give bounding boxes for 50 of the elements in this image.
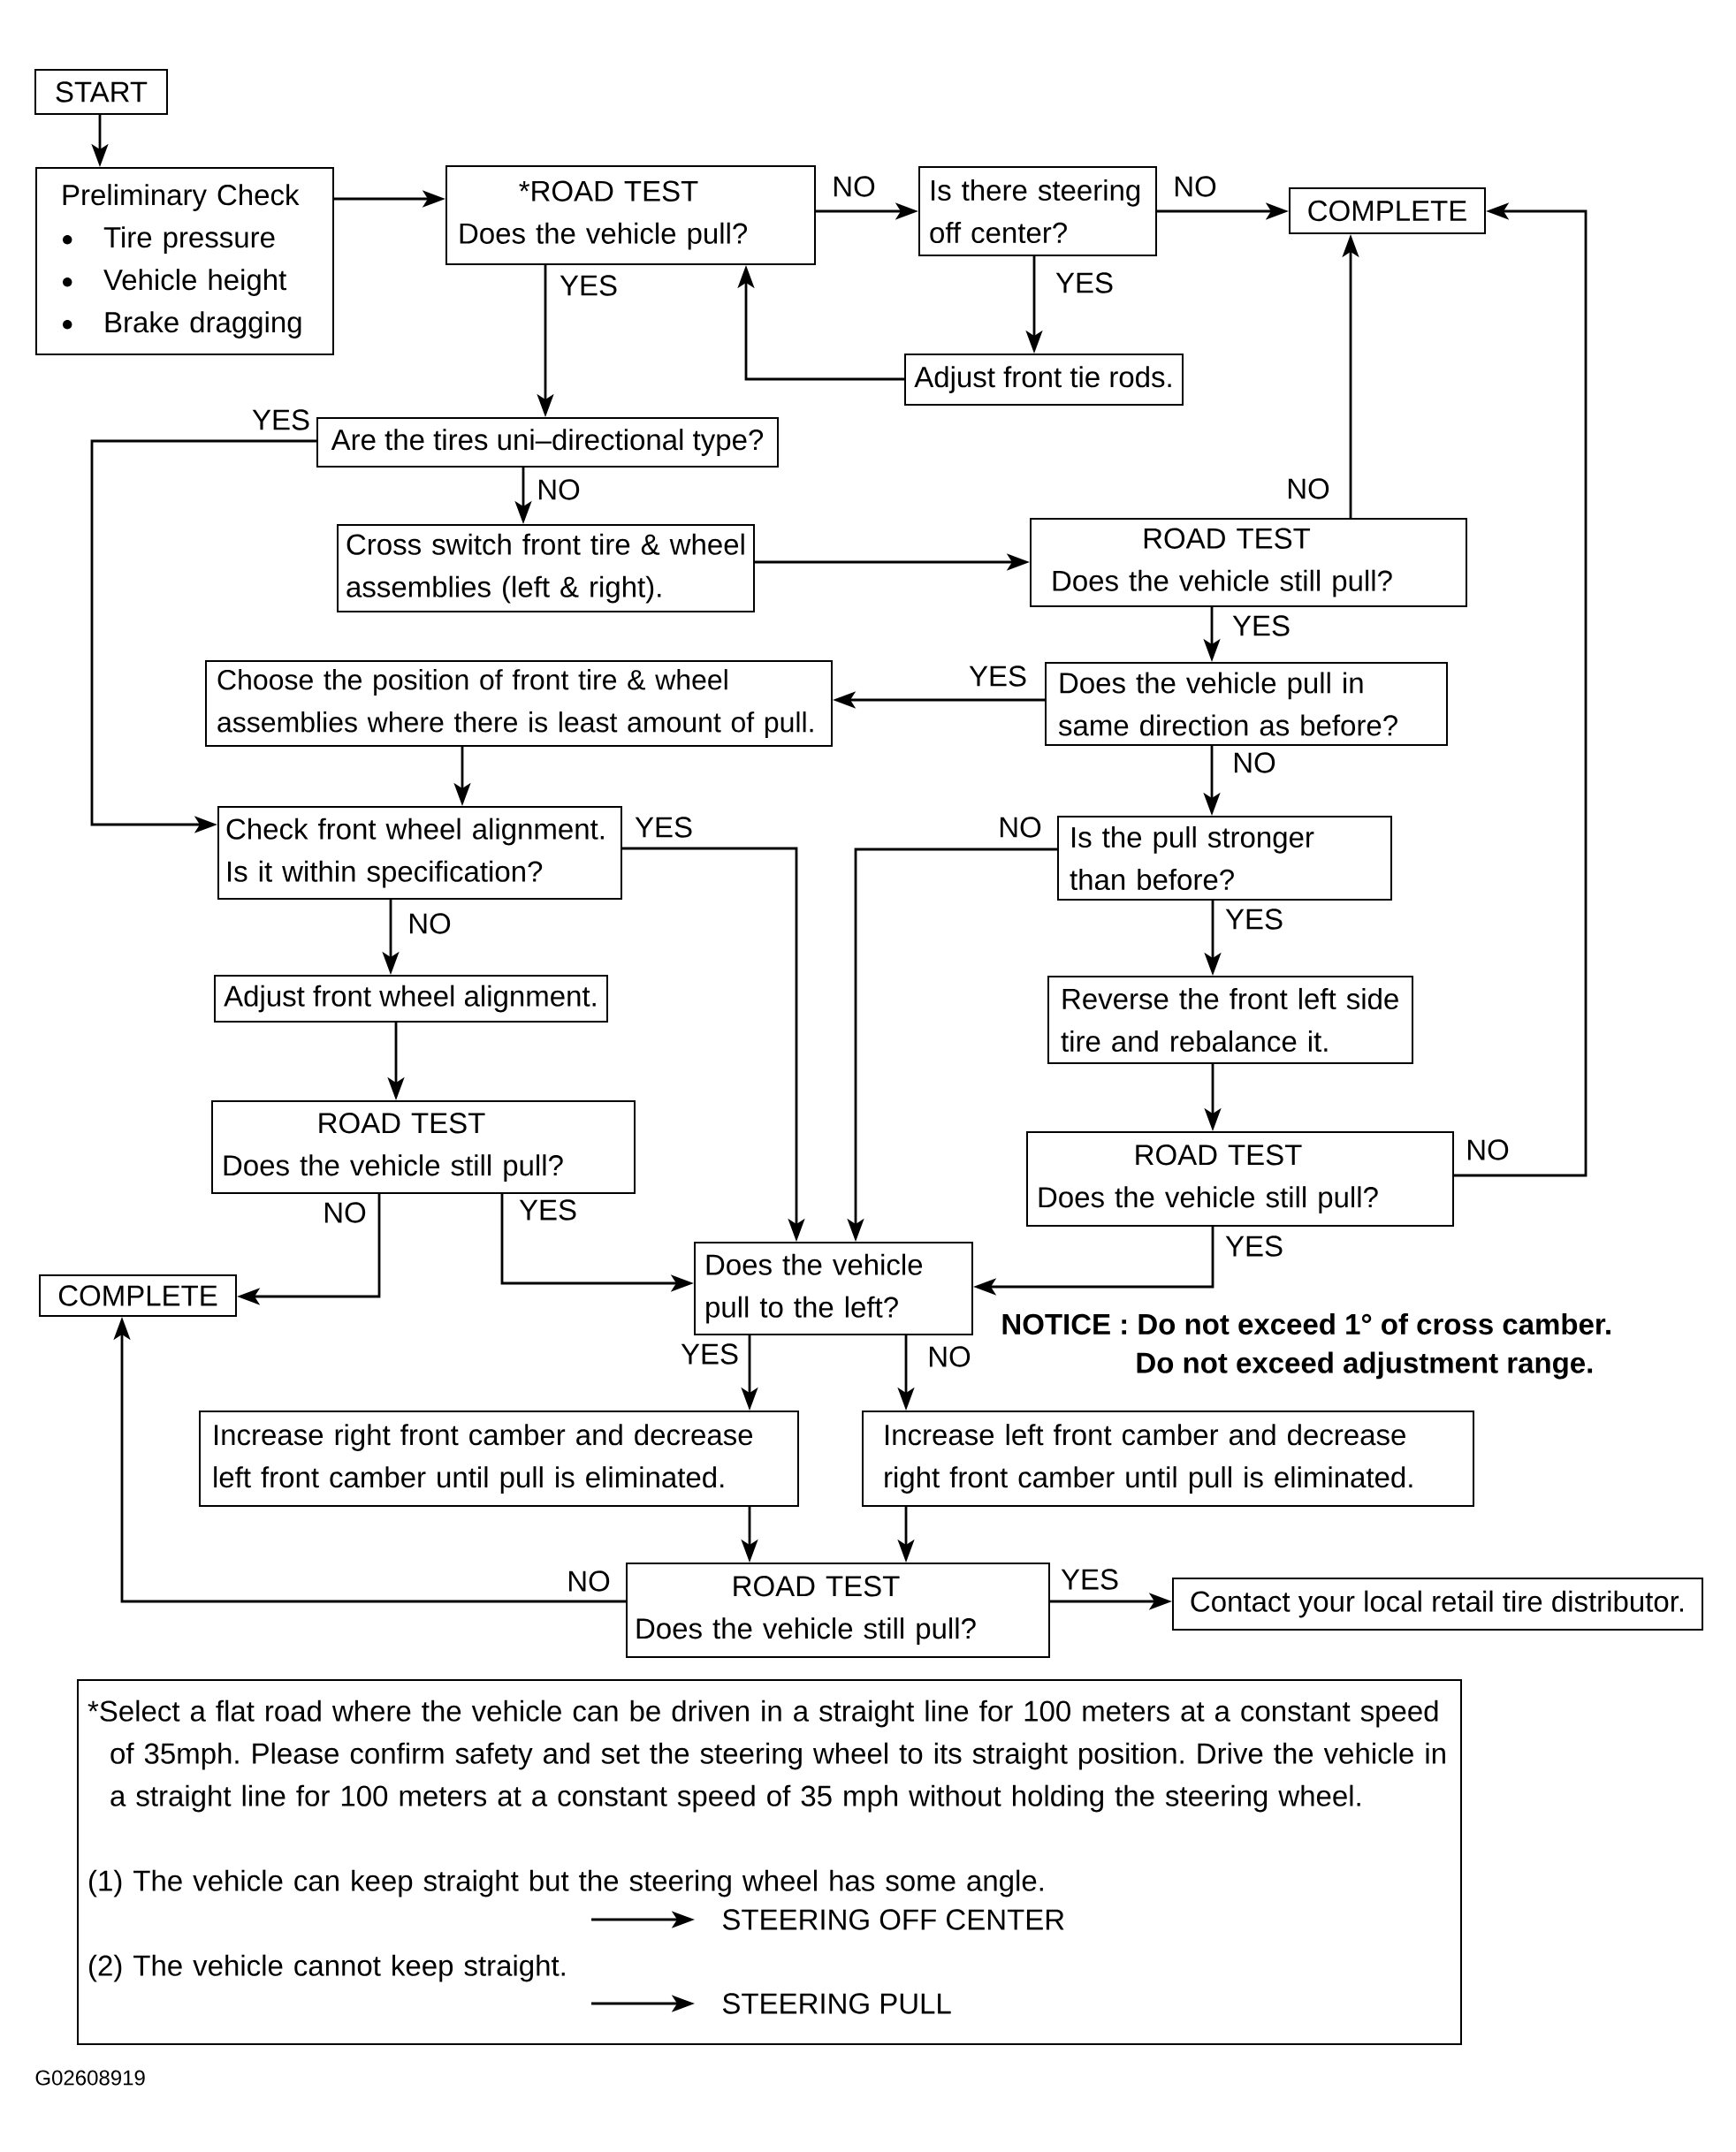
checklist-box: Preliminary Check Tire pressure Vehicle height Brake dragging [35,167,334,355]
edge-label: YES [969,665,1026,687]
question-box: Is there steering off center? [918,166,1157,256]
notice-text: NOTICE : Do not exceed 1° of cross camber. [1002,1312,1610,1335]
figure-code: G02608919 [35,2070,145,2086]
result-text: STEERING OFF CENTER [722,1909,1064,1930]
process-box: Increase left front camber and decrease right front camber until pull is eliminated. [862,1411,1474,1507]
end-box: COMPLETE [39,1274,237,1317]
end-box: COMPLETE [1289,187,1486,234]
question-box: Check front wheel alignment. Is it within specification? [217,806,622,900]
process-box: Cross switch front tire & wheel assemblies (left & right). [337,524,755,612]
process-box: Adjust front wheel alignment. [214,975,608,1023]
edge-label: YES [560,275,617,296]
edge-label: NO [324,1202,366,1223]
edge-label: NO [1234,752,1275,773]
process-box: Reverse the front left side tire and rebalance it. [1047,976,1413,1064]
edge-label: NO [929,1346,971,1367]
question-box: ROAD TEST Does the vehicle still pull? [626,1563,1050,1658]
process-box: Contact your local retail tire distributor. [1172,1578,1703,1631]
question-box: ROAD TEST Does the vehicle still pull? [1026,1131,1454,1227]
edge-label: YES [681,1343,738,1365]
edge-label: NO [834,176,875,197]
edge-label: YES [1232,615,1290,636]
question-box: ROAD TEST Does the vehicle still pull? [211,1100,636,1194]
question-box: *ROAD TEST Does the vehicle pull? [445,165,816,265]
edge-label: YES [1225,909,1283,930]
question-box: Are the tires uni–directional type? [316,417,779,468]
edge-label: YES [635,817,692,838]
edge-label: NO [568,1570,610,1592]
question-box: Does the vehicle pull in same direction as before? [1045,662,1448,746]
process-box: Adjust front tie rods. [904,354,1184,406]
edge-label: NO [538,479,580,500]
edge-label: YES [519,1199,576,1220]
result-text: STEERING PULL [722,1993,951,2014]
edge-label: NO [1000,817,1041,838]
start-box: START [34,69,168,115]
edge-label: NO [1288,478,1329,499]
edge-label: YES [1055,272,1113,293]
question-box: Is the pull stronger than before? [1057,816,1392,901]
edge-label: YES [1061,1569,1118,1590]
question-box: Does the vehicle pull to the left? [694,1242,973,1335]
process-box: Increase right front camber and decrease left front camber until pull is eliminated. [199,1411,799,1507]
notice-text: Do not exceed adjustment range. [1137,1351,1593,1380]
edge-label: YES [252,409,309,430]
edge-label: NO [1175,176,1216,197]
edge-label: NO [1467,1139,1509,1160]
question-box: ROAD TEST Does the vehicle still pull? [1030,518,1467,607]
edge-label: NO [409,913,451,934]
process-box: Choose the position of front tire & wheel assemblies where there is least amount of pull. [205,660,833,747]
edge-label: YES [1225,1236,1283,1257]
